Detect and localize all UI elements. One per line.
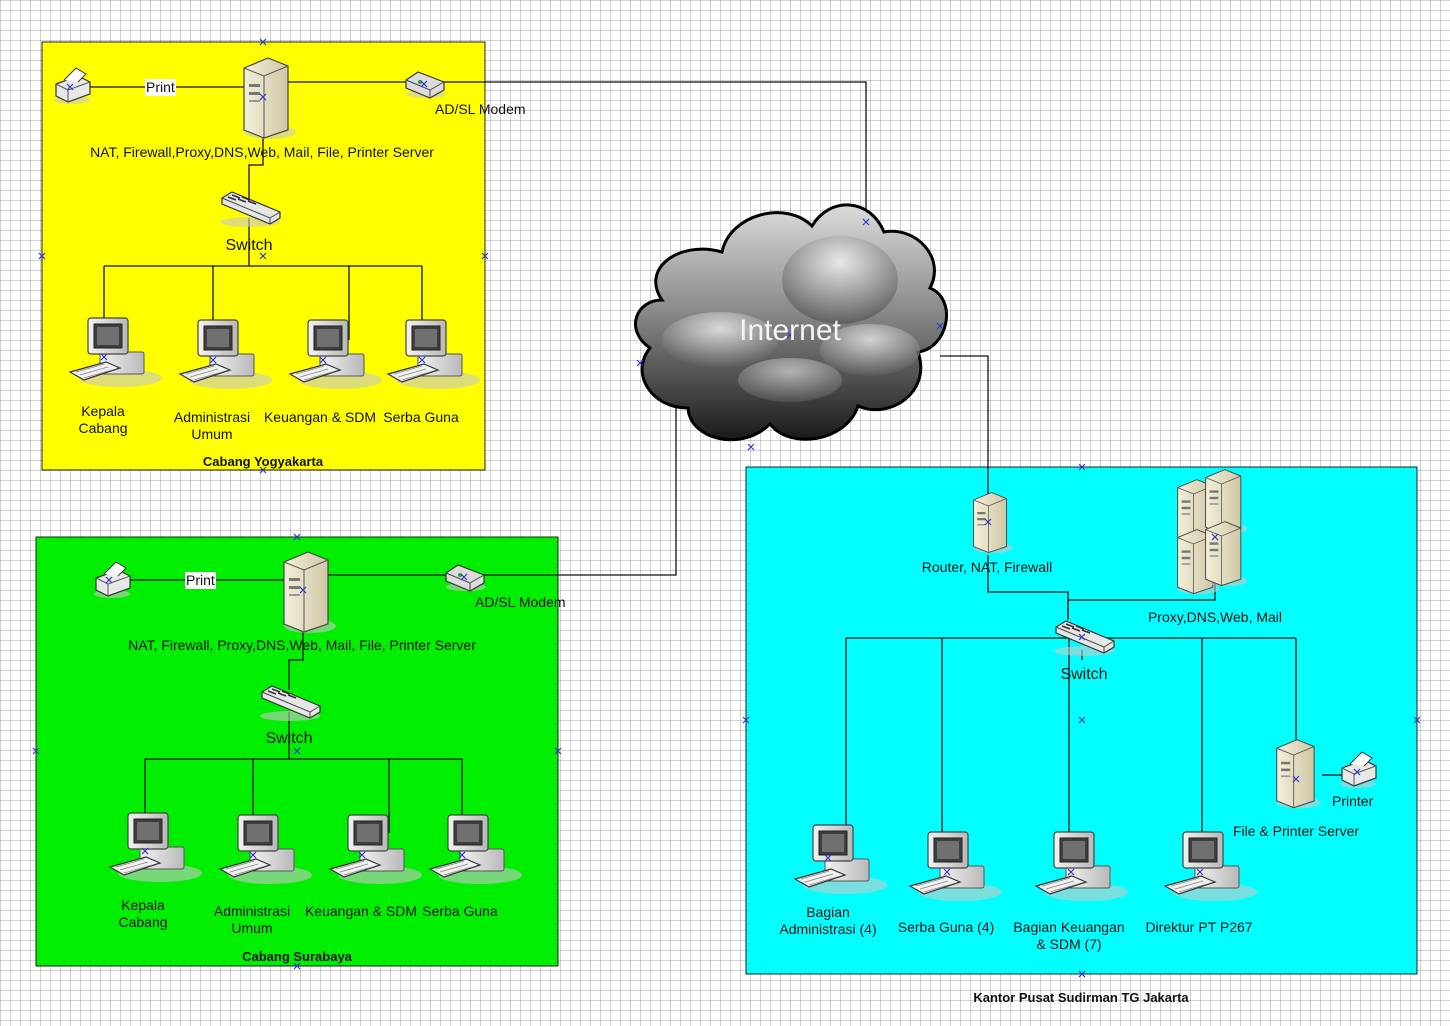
file-server-icon	[1276, 739, 1322, 810]
server-label: NAT, Firewall, Proxy,DNS,Web, Mail, File…	[128, 637, 476, 653]
modem-label: AD/SL Modem	[435, 101, 526, 117]
modem-label: AD/SL Modem	[475, 594, 566, 610]
server-cluster-label: Proxy,DNS,Web, Mail	[1147, 609, 1283, 625]
zone-title: Cabang Yogyakarta	[202, 454, 324, 469]
switch-label: Switch	[225, 237, 273, 254]
server-cluster-icon	[1177, 469, 1248, 595]
workstation-label: Kepala Cabang	[118, 897, 168, 930]
router-icon	[973, 492, 1013, 554]
server-label: NAT, Firewall,Proxy,DNS,Web, Mail, File,…	[90, 144, 434, 160]
workstation-label: Direktur PT P267	[1145, 919, 1253, 935]
zone-title: Cabang Surabaya	[242, 949, 352, 964]
workstation-label: Bagian Keuangan & SDM (7)	[1013, 919, 1125, 952]
switch-label: Switch	[1060, 666, 1108, 683]
workstation-label: Keuangan & SDM	[304, 903, 418, 919]
workstation-label: Serba Guna	[422, 903, 498, 919]
workstation-label: Bagian Administrasi (4)	[779, 904, 877, 937]
workstation-label: Administrasi Umum	[213, 903, 291, 936]
workstation-label: Kepala Cabang	[78, 403, 128, 436]
switch-label: Switch	[265, 730, 313, 747]
print-connection-label: Print	[185, 572, 216, 589]
printer-label: Printer	[1332, 793, 1374, 809]
router-label: Router, NAT, Firewall	[921, 559, 1053, 575]
zone-title: Kantor Pusat Sudirman TG Jakarta	[973, 990, 1189, 1005]
workstation-label: Keuangan & SDM	[263, 409, 377, 425]
workstation-label: Serba Guna (4)	[897, 919, 995, 935]
internet-cloud	[634, 203, 948, 442]
server-icon	[283, 551, 337, 634]
file-server-label: File & Printer Server	[1232, 823, 1360, 839]
internet-label: Internet	[739, 314, 841, 347]
workstation-label: Administrasi Umum	[173, 409, 251, 442]
workstation-label: Serba Guna	[383, 409, 459, 425]
print-connection-label: Print	[145, 79, 176, 96]
server-icon	[243, 57, 297, 140]
